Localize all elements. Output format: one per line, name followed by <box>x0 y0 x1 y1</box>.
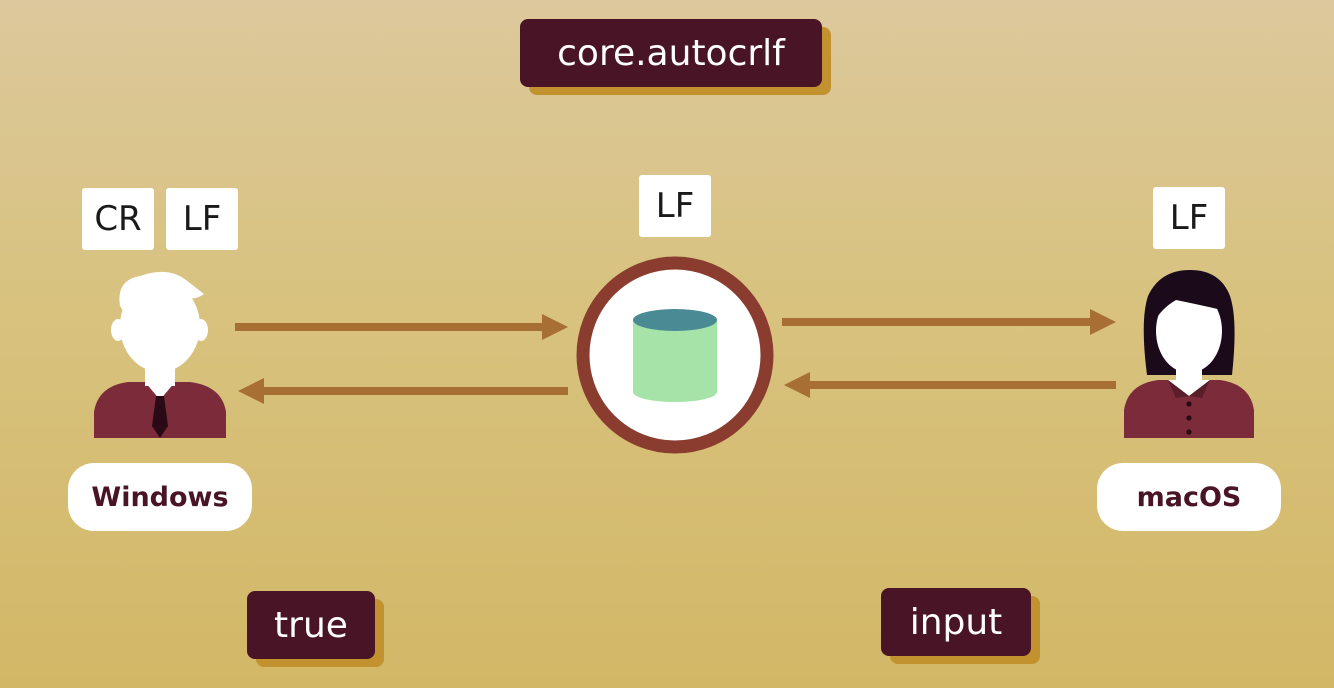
database-icon <box>576 256 774 454</box>
macos-user-icon <box>1124 270 1254 438</box>
arrow-macos-to-repo <box>784 372 1116 398</box>
macos-label: macOS <box>1097 463 1281 531</box>
arrow-windows-to-repo <box>235 314 568 340</box>
windows-label: Windows <box>68 463 252 531</box>
arrow-repo-to-macos <box>782 309 1116 335</box>
windows-lf-chip: LF <box>166 188 238 250</box>
windows-user-icon <box>94 271 226 438</box>
repository-lf-chip: LF <box>639 175 711 237</box>
windows-cr-chip: CR <box>82 188 154 250</box>
macos-setting-tag: input <box>881 588 1031 656</box>
arrow-repo-to-windows <box>238 378 568 404</box>
windows-setting-tag: true <box>247 591 375 659</box>
macos-lf-chip: LF <box>1153 187 1225 249</box>
config-title: core.autocrlf <box>520 19 822 87</box>
